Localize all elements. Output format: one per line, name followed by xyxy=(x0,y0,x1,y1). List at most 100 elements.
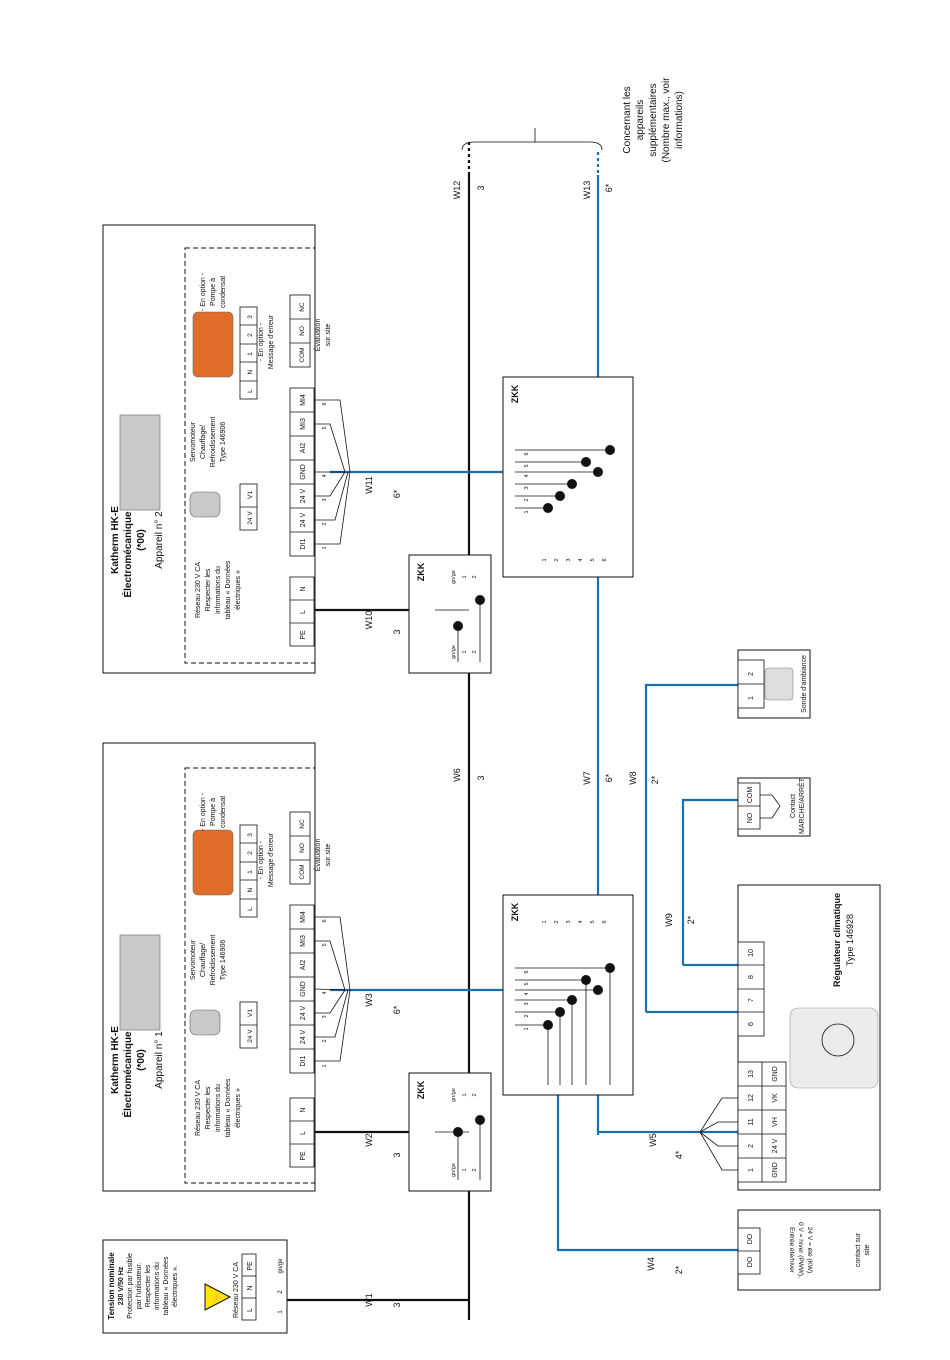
dodo-terminal: DO xyxy=(747,1233,754,1244)
zkk-core: 2 xyxy=(554,920,560,923)
core-number: 1 xyxy=(322,546,328,549)
contact-label: Contact xyxy=(790,794,797,818)
control-terminal: AI2 xyxy=(300,960,307,971)
pump-terminal: 2 xyxy=(247,333,254,337)
cable-name: W5 xyxy=(648,1133,658,1147)
core-number: 4 xyxy=(322,991,328,994)
regulator-terminal-name: 24 V xyxy=(772,1138,779,1153)
cable-cores: 6* xyxy=(392,489,402,498)
servo-text: Servomoteur xyxy=(190,939,197,980)
core-label: 1 xyxy=(278,1310,284,1314)
convector-image xyxy=(119,934,161,1031)
zkk-core: gn/ge xyxy=(451,570,457,584)
supply-terminal: PE xyxy=(247,1261,254,1271)
regulator-terminal: 8 xyxy=(748,975,755,979)
zkk-core: gn/ge xyxy=(451,1088,457,1102)
pump-terminal: N xyxy=(247,369,254,374)
zkk-core: 6 xyxy=(524,970,530,973)
cable-cores: 3 xyxy=(476,775,486,780)
regulator-terminal-name: GND xyxy=(772,1162,779,1178)
contact-terminal: NO xyxy=(747,812,754,823)
power-terminal: N xyxy=(300,1107,307,1112)
lightning-icon: ⚡ xyxy=(210,1291,222,1304)
control-terminal: MI4 xyxy=(300,911,307,923)
cable-name: W10 xyxy=(364,611,374,630)
zkk-core: 5 xyxy=(524,464,530,467)
servo-text: Type 146906 xyxy=(220,940,227,981)
warning-icon xyxy=(204,1283,232,1311)
control-terminal: GND xyxy=(300,981,307,997)
cable-cores: 6* xyxy=(392,1005,402,1014)
error-terminal: COM xyxy=(299,864,306,879)
network-note: électriques » xyxy=(235,1088,242,1128)
supply-line: électriques ». xyxy=(172,1265,179,1307)
zkk-core: 6 xyxy=(602,558,608,561)
cable-name: W4 xyxy=(646,1257,656,1271)
core-label: gn/ge xyxy=(278,1258,284,1274)
core-number: 2 xyxy=(322,1039,328,1042)
contact-label: MARCHE/ARRÊT xyxy=(797,777,806,834)
regulator-terminal: 11 xyxy=(748,1118,755,1125)
zkk-core: 2 xyxy=(472,1093,478,1096)
servo-terminal: 24 V xyxy=(247,1029,254,1043)
servo-motor-image xyxy=(189,491,221,518)
zkk-core: 2 xyxy=(472,575,478,578)
core-number: 6 xyxy=(322,919,328,922)
evaluation-text: sur site xyxy=(325,844,332,867)
core-number: 3 xyxy=(322,498,328,501)
control-terminal: 24 V xyxy=(300,512,307,527)
cable-cores: 3 xyxy=(476,185,486,190)
control-terminal: MI4 xyxy=(300,394,307,406)
cable-cores: 4* xyxy=(674,1150,684,1159)
core-number: 2 xyxy=(322,522,328,525)
supply-line: tableau « Données xyxy=(163,1256,170,1315)
sensor-label: Sonde d'ambiance xyxy=(801,655,808,713)
pump-terminal: 1 xyxy=(247,352,254,356)
zkk-core: gn/ge xyxy=(451,1163,457,1177)
control-terminal: 24 V xyxy=(300,488,307,503)
network-note: Réseau 230 V CA xyxy=(195,562,202,618)
control-terminal: MI3 xyxy=(300,418,307,430)
zkk-label: ZKK xyxy=(510,902,520,921)
additional-note: (Nombre max., voir xyxy=(661,77,672,163)
cable-name: W13 xyxy=(582,181,592,200)
zkk-core: 1 xyxy=(542,558,548,561)
device-title: Katherm HK-E xyxy=(110,506,121,574)
site-contact: contact sur xyxy=(855,1232,862,1267)
error-terminal: NO xyxy=(299,843,306,853)
power-terminal: L xyxy=(300,1131,307,1135)
additional-devices: Concernant les appareils supplémentaires… xyxy=(461,77,685,163)
control-terminal: DI1 xyxy=(300,538,307,549)
device-2: Katherm HK-E Électromécanique 230 V (*00… xyxy=(102,224,351,674)
zkk-core: 1 xyxy=(462,650,468,653)
servo-terminal: V1 xyxy=(247,1009,254,1017)
cable-cores: 2* xyxy=(686,915,696,924)
zkk-core: 6 xyxy=(602,920,608,923)
control-terminal: MI3 xyxy=(300,935,307,947)
zkk-core: 1 xyxy=(524,510,530,513)
supply-line: Protection par fusible xyxy=(127,1253,134,1319)
zkk-core: 3 xyxy=(566,558,572,561)
zkk-label: ZKK xyxy=(416,1080,426,1099)
core-number: 4 xyxy=(322,474,328,477)
cable-name: W3 xyxy=(364,993,374,1007)
control-terminal: AI2 xyxy=(300,443,307,454)
network-note: tableau « Données xyxy=(225,560,232,619)
pump-terminal: L xyxy=(247,907,254,911)
cable-name: W8 xyxy=(628,771,638,785)
zkk-large-1: ZKK 1 2 3 4 5 6 1 2 3 4 5 6 xyxy=(502,894,634,1096)
dodo-terminal: DO xyxy=(747,1256,754,1267)
supply-box: Tension nominale 230 V/50 Hz Protection … xyxy=(102,1239,288,1334)
cable-cores: 3 xyxy=(392,1302,402,1307)
regulator-terminal: 12 xyxy=(748,1094,755,1102)
pump-terminal: 3 xyxy=(247,315,254,319)
zkk-small-2: ZKK gn/ge 1 2 gn/ge 1 2 xyxy=(408,554,492,674)
servo-text: Chauffage/ xyxy=(200,943,207,977)
zkk-core: 3 xyxy=(524,1002,530,1005)
control-terminal: 24 V xyxy=(300,1029,307,1044)
zkk-core: 2 xyxy=(472,1168,478,1171)
regulator-terminal: 6 xyxy=(748,1022,755,1026)
device-title: Katherm HK-E xyxy=(110,1026,121,1094)
additional-note: Concernant les xyxy=(622,86,633,153)
